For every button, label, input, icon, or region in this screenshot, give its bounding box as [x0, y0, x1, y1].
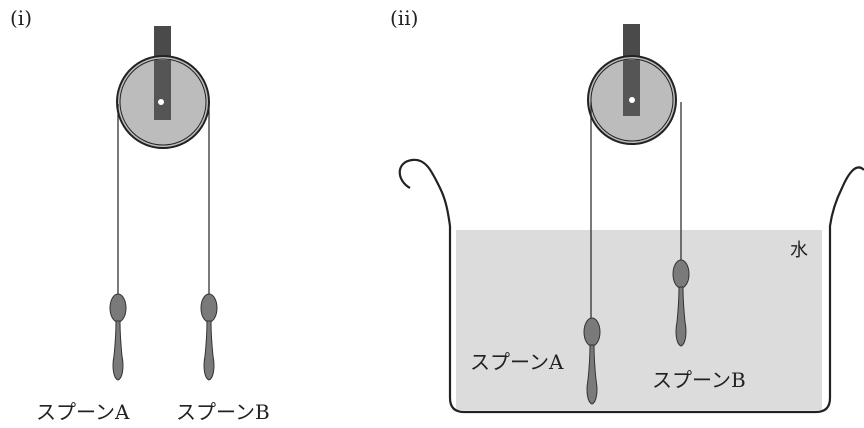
left-spoon-a-label: スプーンA	[36, 400, 130, 424]
right-pulley-groove	[590, 58, 674, 142]
left-apparatus	[109, 26, 218, 381]
left-spoon-a	[109, 293, 127, 381]
water-label: 水	[790, 240, 808, 261]
right-spoon-a-label: スプーンA	[470, 350, 564, 374]
left-pulley-groove	[119, 58, 207, 146]
right-apparatus	[398, 24, 864, 414]
left-spoon-b-label: スプーンB	[176, 400, 270, 424]
right-axle-bar	[623, 60, 640, 116]
tank	[398, 158, 864, 414]
panel-label-i: (i)	[10, 6, 33, 30]
right-spoon-b-label: スプーンB	[652, 368, 746, 392]
water	[456, 230, 822, 410]
left-spoon-b	[200, 293, 218, 381]
left-axle	[158, 99, 164, 105]
left-axle-bar	[154, 60, 171, 120]
panel-label-ii: (ii)	[390, 6, 419, 30]
right-axle	[629, 97, 635, 103]
